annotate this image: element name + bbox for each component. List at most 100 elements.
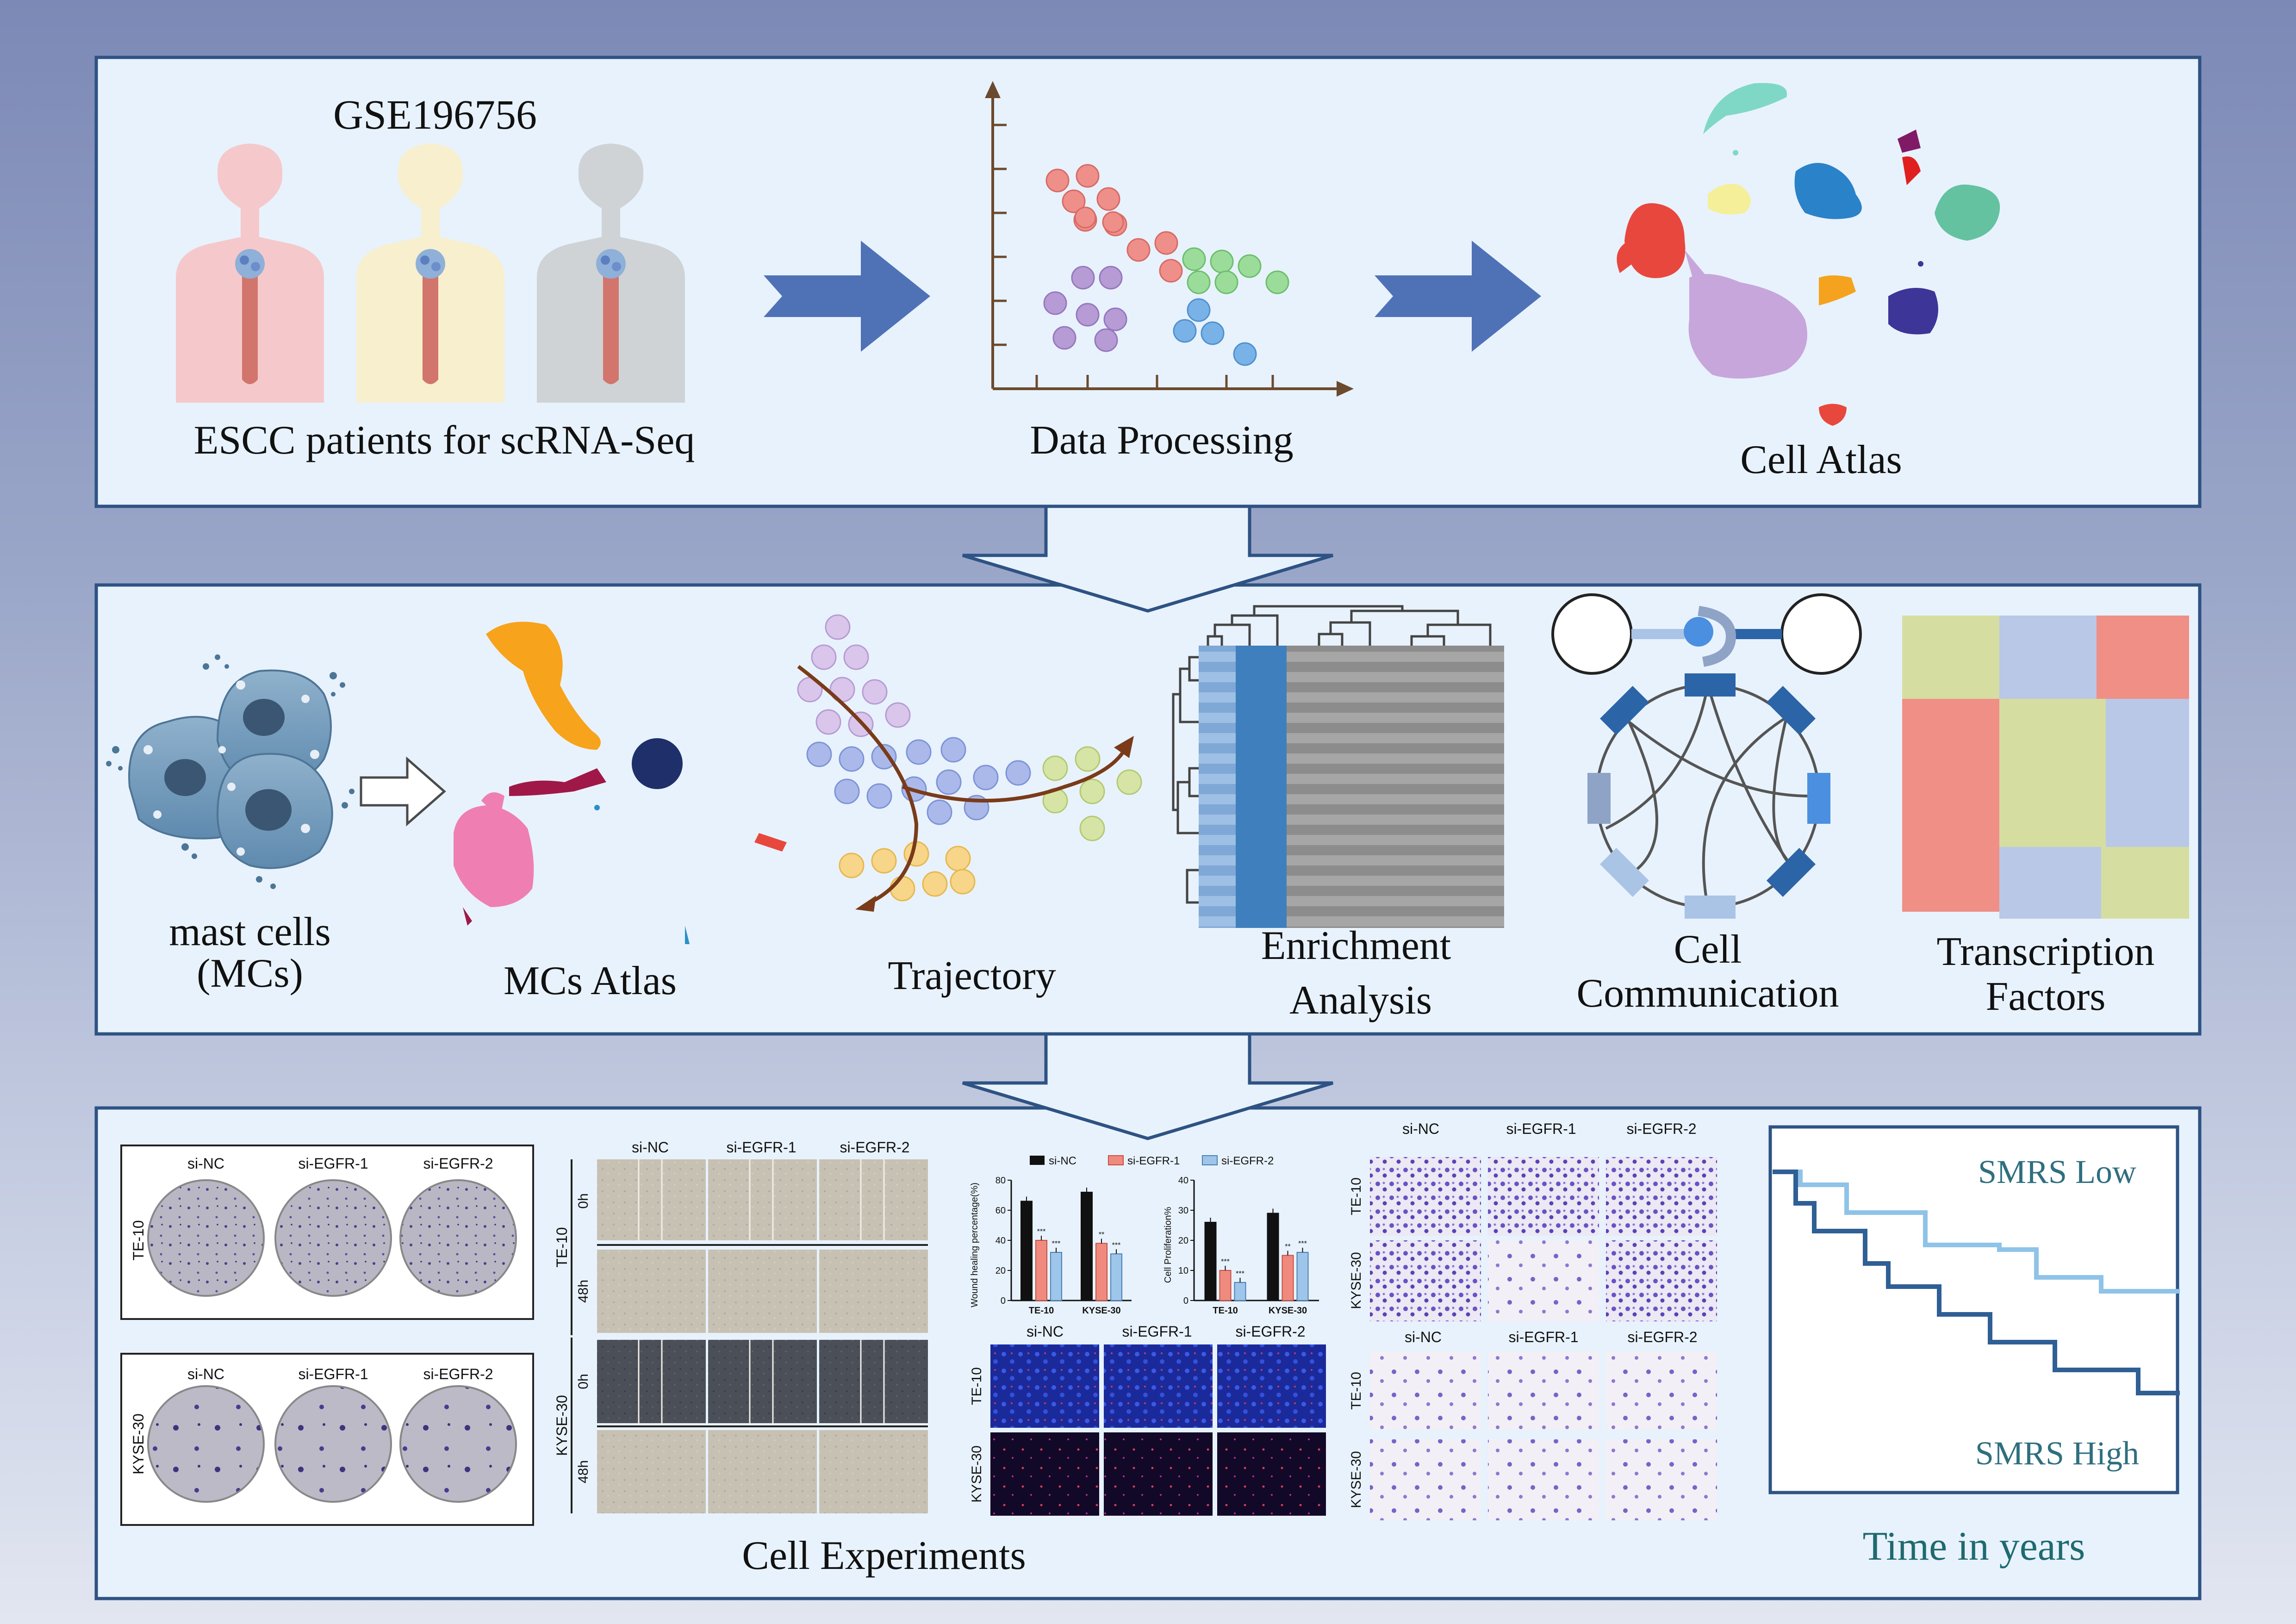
prolif-chart-ytick-label-1: 10 — [1178, 1266, 1188, 1276]
transwell-kyse-line-a: KYSE-30 — [1349, 1252, 1364, 1309]
colony-te10-group-0: si-NC — [187, 1155, 224, 1172]
atlas-label: Cell Atlas — [1740, 437, 1902, 482]
prolif-chart-bar-1-0 — [1267, 1213, 1279, 1301]
enrichment-label-line2: Analysis — [1289, 978, 1432, 1023]
wound-group-0: si-NC — [632, 1139, 669, 1156]
edu-immunofluorescence-images — [990, 1344, 1326, 1516]
prolif-chart-category-0: TE-10 — [1213, 1306, 1238, 1316]
transwell-images — [1370, 1157, 1717, 1520]
prolif-chart-ytick-label-3: 30 — [1178, 1206, 1188, 1216]
wound-group-2: si-EGFR-2 — [840, 1139, 909, 1156]
prolif-chart-sig-0-2: *** — [1236, 1270, 1244, 1278]
wound-chart-sig-1-2: *** — [1112, 1241, 1121, 1249]
wound-chart-sig-0-2: *** — [1052, 1240, 1061, 1248]
wound-chart-bar-1-2 — [1110, 1253, 1122, 1301]
prolif-chart-sig-1-2: *** — [1298, 1240, 1307, 1248]
prolif-chart-bar-0-1 — [1219, 1270, 1232, 1301]
km-xlabel: Time in years — [1863, 1524, 2085, 1569]
tf-label-line2: Factors — [1985, 974, 2105, 1019]
experiments-label: Cell Experiments — [742, 1533, 1026, 1578]
enrichment-heatmap — [1172, 605, 1504, 928]
if-te10-line: TE-10 — [969, 1367, 984, 1405]
wound-kyse-line: KYSE-30 — [554, 1395, 570, 1456]
prolif-chart-sig-0-1: *** — [1221, 1258, 1230, 1266]
km-survival-plot — [1768, 1125, 2180, 1494]
if-group-2: si-EGFR-2 — [1235, 1323, 1305, 1340]
enrichment-label-line1: Enrichment — [1261, 923, 1451, 968]
wound-healing-images — [571, 1159, 928, 1513]
prolif-chart-bar-0-0 — [1204, 1222, 1217, 1301]
wound-chart-ytick-label-0: 0 — [1001, 1296, 1006, 1306]
trajectory-label: Trajectory — [888, 953, 1056, 998]
wound-chart-sig-1-1: ** — [1099, 1231, 1104, 1239]
wound-chart-ylabel: Wound healing percentage(%) — [970, 1182, 980, 1307]
tf-treemap — [1902, 616, 2189, 919]
mcs-atlas-umap — [454, 622, 787, 944]
prolif-chart-ytick-label-0: 0 — [1183, 1296, 1188, 1306]
wound-chart-ytick-label-1: 20 — [996, 1266, 1006, 1276]
prolif-chart-category-1: KYSE-30 — [1269, 1306, 1307, 1316]
arrow-right-2 — [1375, 241, 1541, 352]
transwell-bottom-group-0: si-NC — [1405, 1329, 1442, 1345]
km-low-label: SMRS Low — [1978, 1153, 2136, 1190]
if-group-1: si-EGFR-1 — [1122, 1323, 1192, 1340]
wound-chart-bar-0-1 — [1035, 1240, 1047, 1301]
down-arrow-2 — [962, 1032, 1334, 1140]
dataset-id: GSE196756 — [333, 92, 537, 138]
bar-legend — [1030, 1155, 1218, 1165]
mast-cell-illustration — [106, 654, 355, 889]
transwell-top-group-0: si-NC — [1402, 1120, 1439, 1137]
wound-te10-0h: 0h — [576, 1193, 591, 1208]
wound-chart-bar-0-2 — [1050, 1252, 1062, 1301]
wound-chart-ytick-label-2: 40 — [996, 1236, 1006, 1246]
wound-chart-bar-1-0 — [1081, 1192, 1093, 1301]
wound-chart-category-1: KYSE-30 — [1082, 1306, 1120, 1316]
prolif-chart-bar-0-2 — [1234, 1282, 1246, 1301]
wound-chart-ytick-label-3: 60 — [996, 1206, 1006, 1216]
wound-te10-line: TE-10 — [554, 1227, 570, 1267]
mcs-atlas-label: MCs Atlas — [504, 958, 677, 1003]
colony-kyse-group-0: si-NC — [187, 1366, 224, 1382]
km-high-curve — [1773, 1170, 2180, 1395]
wound-kyse-48h: 48h — [576, 1460, 591, 1483]
km-high-label: SMRS High — [1975, 1435, 2139, 1472]
prolif-chart-bar-1-1 — [1282, 1255, 1294, 1301]
patient-figure-gray — [537, 143, 685, 403]
colony-te10-line: TE-10 — [130, 1220, 147, 1260]
colony-kyse-group-2: si-EGFR-2 — [423, 1366, 493, 1382]
transwell-kyse-line-b: KYSE-30 — [1349, 1451, 1364, 1508]
prolif-chart-sig-1-1: ** — [1285, 1243, 1290, 1251]
patients-label: ESCC patients for scRNA-Seq — [194, 418, 695, 463]
colony-kyse-line: KYSE-30 — [130, 1413, 147, 1475]
wound-chart-ytick-label-4: 80 — [996, 1176, 1006, 1186]
patient-figure-pink — [176, 143, 324, 403]
if-kyse-line: KYSE-30 — [969, 1445, 984, 1502]
colony-te10-group-1: si-EGFR-1 — [298, 1155, 368, 1172]
legend-si-egfr-2: si-EGFR-2 — [1221, 1155, 1274, 1167]
patient-figure-cream — [356, 143, 504, 403]
prolif-chart-ytick-label-4: 40 — [1178, 1176, 1188, 1186]
transwell-bottom-group-1: si-EGFR-1 — [1508, 1329, 1578, 1345]
wound-chart-category-0: TE-10 — [1029, 1306, 1054, 1316]
wound-chart-bar-1-1 — [1095, 1243, 1108, 1301]
mast-arrow — [360, 756, 446, 827]
legend-si-egfr-1: si-EGFR-1 — [1127, 1155, 1180, 1167]
cell-communication-diagram — [1551, 593, 1862, 919]
transwell-te10-line-a: TE-10 — [1349, 1177, 1364, 1215]
colony-te10-group-2: si-EGFR-2 — [423, 1155, 493, 1172]
mast-label-line2: (MCs) — [197, 951, 303, 996]
prolif-chart-ytick-label-2: 20 — [1178, 1236, 1188, 1246]
communication-label-line1: Cell — [1674, 927, 1742, 972]
transwell-top-group-2: si-EGFR-2 — [1626, 1120, 1696, 1137]
prolif-chart-bar-1-2 — [1296, 1252, 1309, 1301]
wound-group-1: si-EGFR-1 — [726, 1139, 796, 1156]
wound-chart-bar-0-0 — [1020, 1201, 1033, 1301]
trajectory-plot — [797, 614, 1142, 912]
colony-kyse-group-1: si-EGFR-1 — [298, 1366, 368, 1382]
processing-label: Data Processing — [1030, 418, 1293, 463]
km-low-curve — [1773, 1170, 2180, 1294]
communication-label-line2: Communication — [1576, 971, 1839, 1016]
